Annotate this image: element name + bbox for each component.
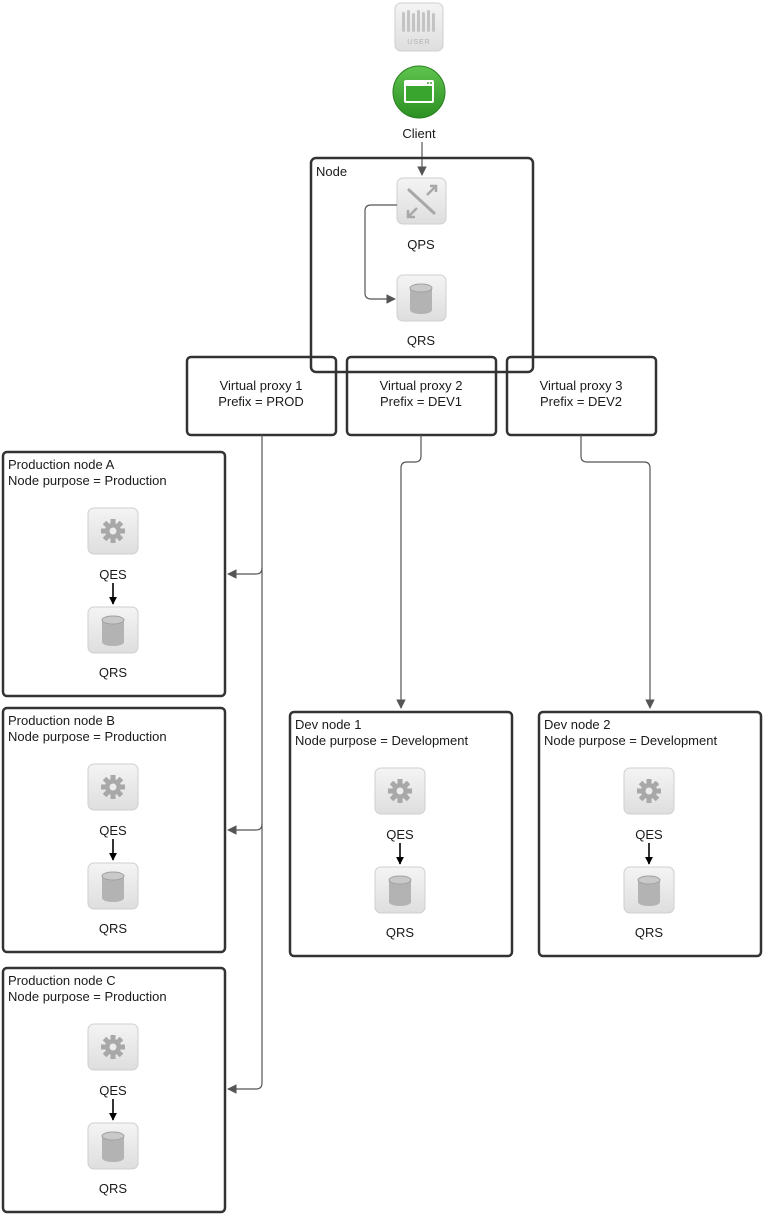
qps-icon xyxy=(396,177,447,225)
central-node-box: Node QPS QRS xyxy=(309,156,535,374)
proxy-3-connector xyxy=(580,435,655,709)
user-icon-label: USER xyxy=(407,39,430,46)
dev-node-1-purpose: Node purpose = Development xyxy=(295,733,468,748)
dev-node-2-purpose: Node purpose = Development xyxy=(544,733,717,748)
virtual-proxy-2-prefix: Prefix = DEV1 xyxy=(380,394,462,409)
central-qrs-label: QRS xyxy=(407,333,436,348)
proxy-2-connector xyxy=(396,435,422,709)
production-node-b-qes-icon xyxy=(87,763,139,811)
qps-label: QPS xyxy=(407,237,435,252)
client-icon xyxy=(392,65,446,119)
production-node-a-purpose: Node purpose = Production xyxy=(8,473,167,488)
production-node-c-qes-icon xyxy=(87,1023,139,1071)
production-node-b-title: Production node B xyxy=(8,713,115,728)
production-node-c-qes-label: QES xyxy=(99,1083,127,1098)
proxy-1-connectors xyxy=(227,435,263,1094)
dev-node-1-qrs-icon xyxy=(374,866,426,914)
production-node-a-qes-label: QES xyxy=(99,567,127,582)
virtual-proxy-2-name: Virtual proxy 2 xyxy=(380,378,463,393)
user-icon: USER xyxy=(394,2,444,52)
dev-node-2-title: Dev node 2 xyxy=(544,717,611,732)
dev-node-1-title: Dev node 1 xyxy=(295,717,362,732)
dev-node-2-qes-icon xyxy=(623,767,675,815)
production-node-a-qes-icon xyxy=(87,507,139,555)
virtual-proxy-1-box: Virtual proxy 1 Prefix = PROD xyxy=(185,355,338,437)
virtual-proxy-3-box: Virtual proxy 3 Prefix = DEV2 xyxy=(505,355,658,437)
production-node-c-qrs-label: QRS xyxy=(99,1181,128,1196)
production-node-b-qrs-label: QRS xyxy=(99,921,128,936)
production-node-a-qrs-icon xyxy=(87,606,139,654)
dev-node-2-qrs-label: QRS xyxy=(635,925,664,940)
production-node-c-title: Production node C xyxy=(8,973,116,988)
virtual-proxy-3-name: Virtual proxy 3 xyxy=(540,378,623,393)
production-node-a-qrs-label: QRS xyxy=(99,665,128,680)
production-node-b-qrs-icon xyxy=(87,862,139,910)
client-label: Client xyxy=(402,126,436,141)
virtual-proxy-3-prefix: Prefix = DEV2 xyxy=(540,394,622,409)
central-qrs-icon xyxy=(396,274,447,322)
dev-node-1-qes-icon xyxy=(374,767,426,815)
qps-to-qrs-connector xyxy=(364,204,397,304)
virtual-proxy-1-prefix: Prefix = PROD xyxy=(218,394,304,409)
virtual-proxy-2-box: Virtual proxy 2 Prefix = DEV1 xyxy=(345,355,498,437)
production-node-c-purpose: Node purpose = Production xyxy=(8,989,167,1004)
dev-node-2-qrs-icon xyxy=(623,866,675,914)
production-node-b-qes-label: QES xyxy=(99,823,127,838)
production-node-c-qrs-icon xyxy=(87,1122,139,1170)
dev-node-2-qes-label: QES xyxy=(635,827,663,842)
virtual-proxy-1-name: Virtual proxy 1 xyxy=(220,378,303,393)
production-node-a-title: Production node A xyxy=(8,457,115,472)
dev-node-1-qes-label: QES xyxy=(386,827,414,842)
dev-node-1-qrs-label: QRS xyxy=(386,925,415,940)
production-node-b-purpose: Node purpose = Production xyxy=(8,729,167,744)
central-node-title: Node xyxy=(316,164,347,179)
